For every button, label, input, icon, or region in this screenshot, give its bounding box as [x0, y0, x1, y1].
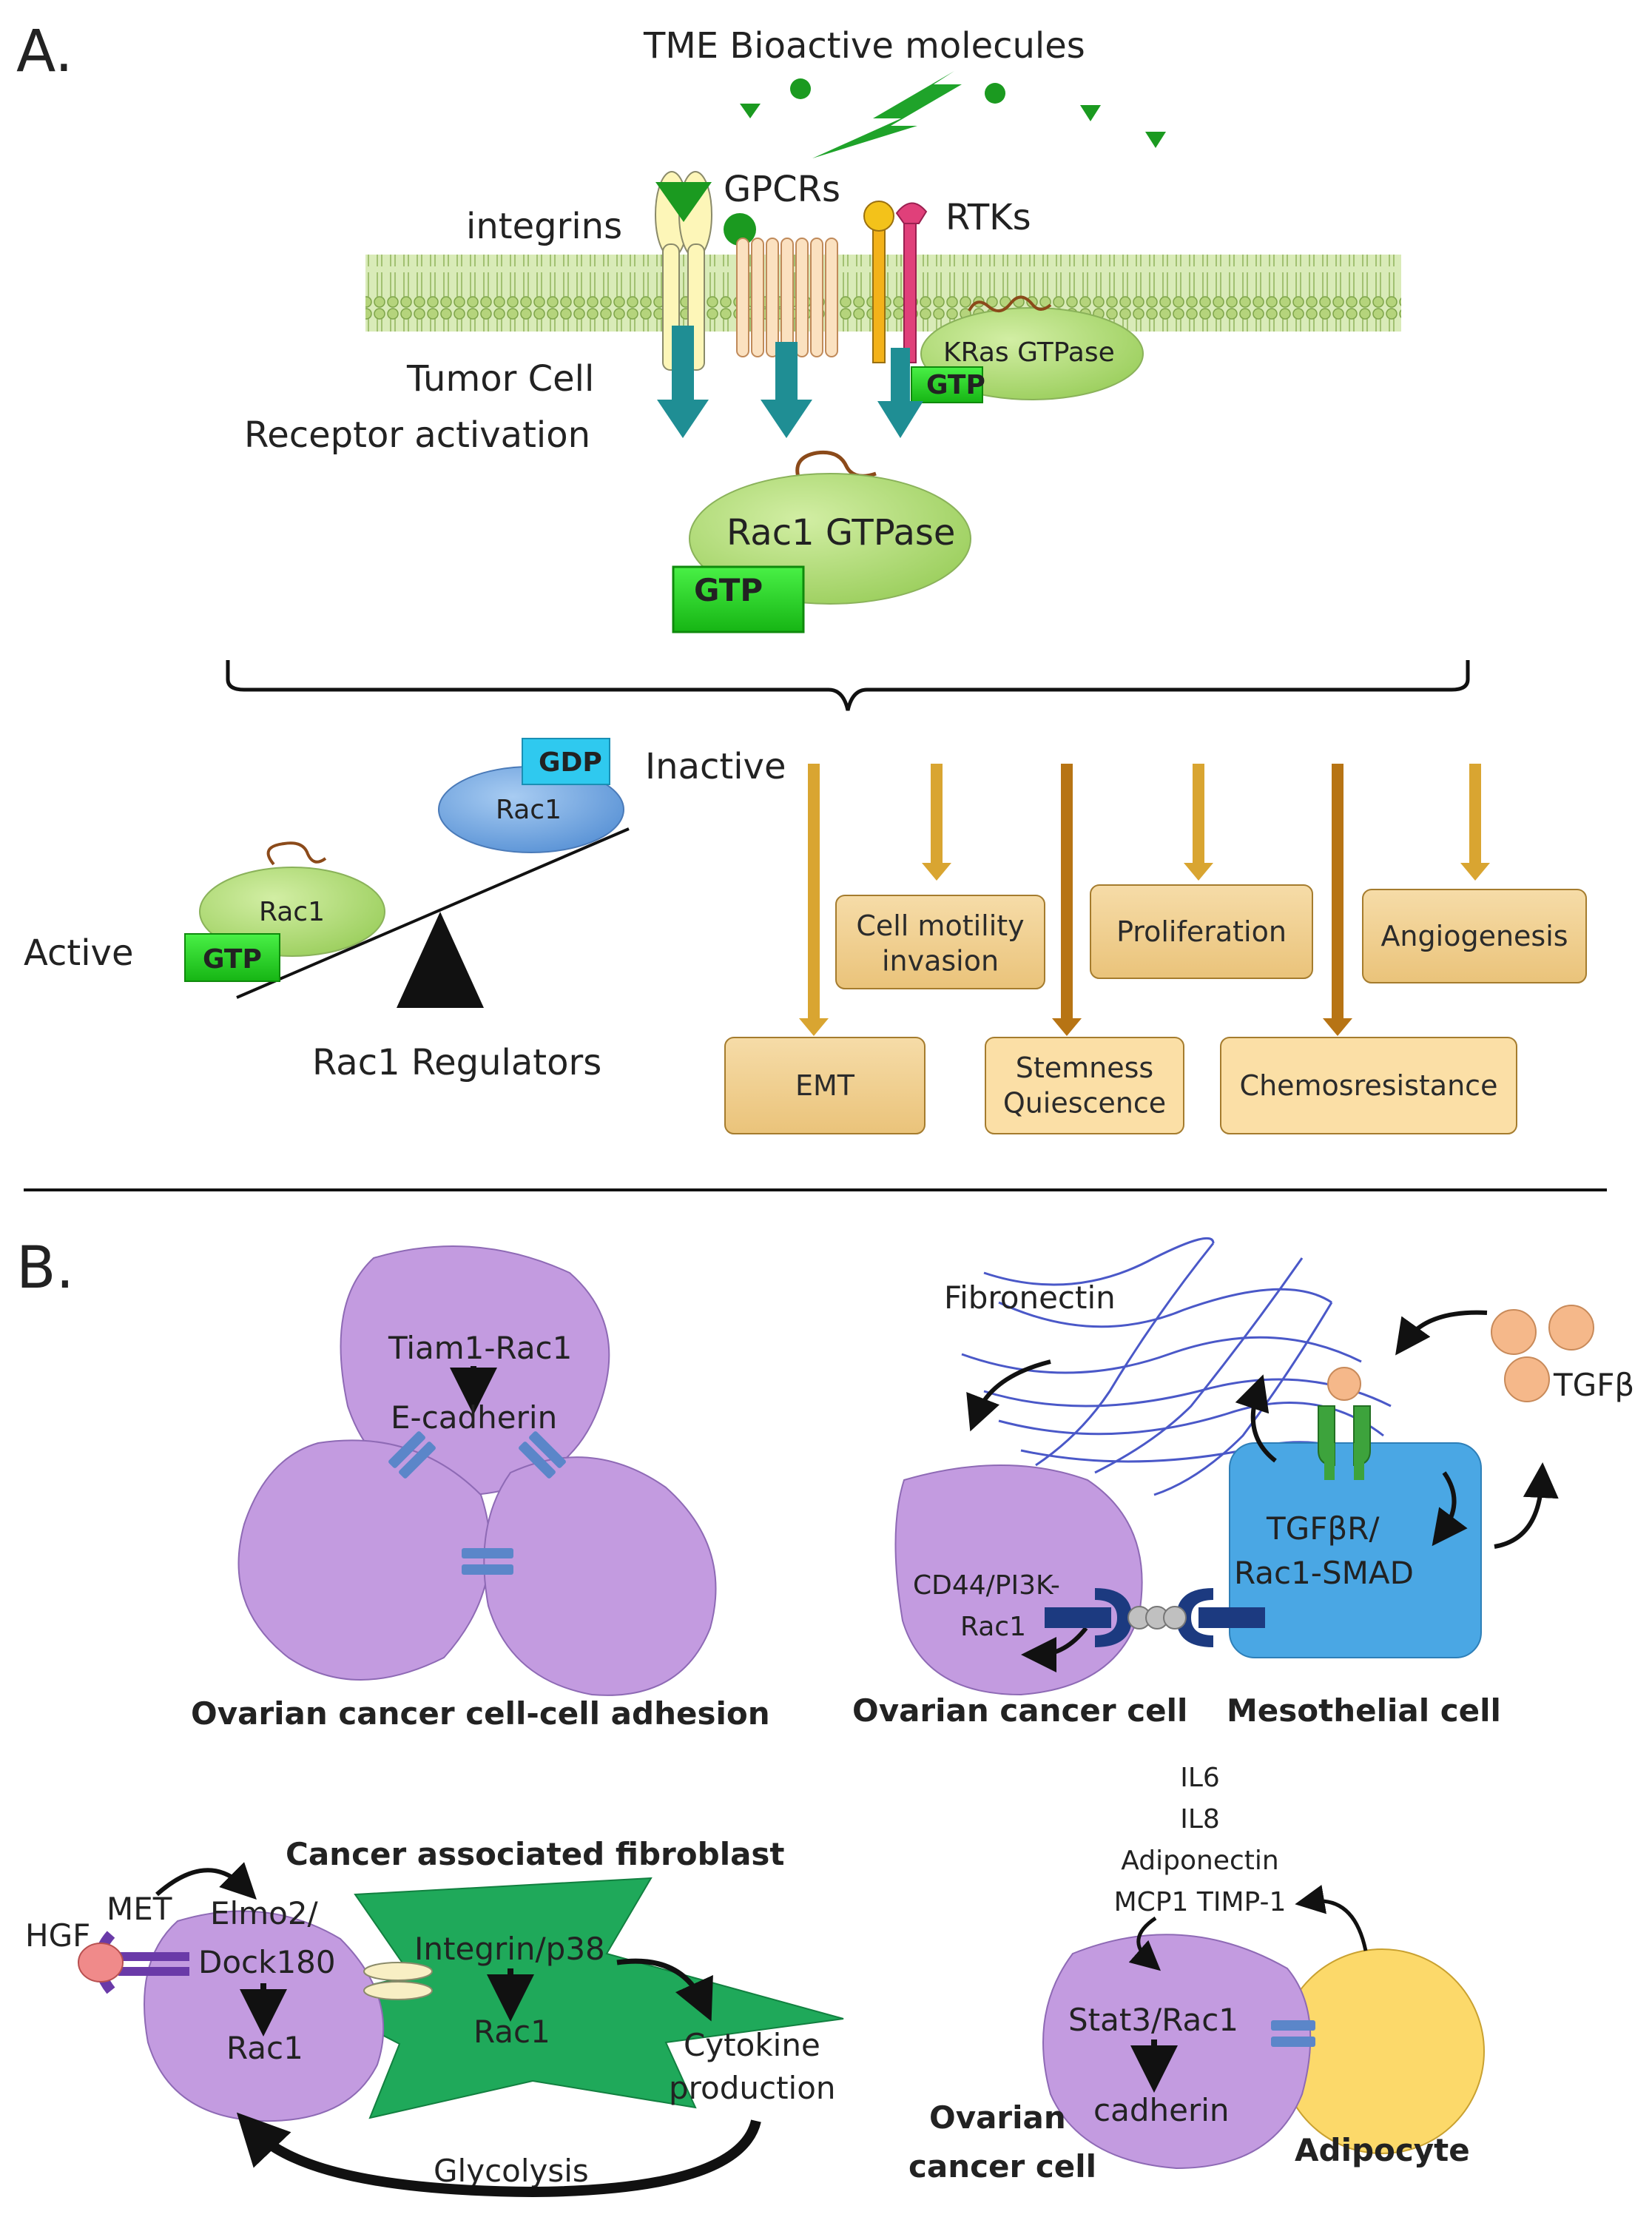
rac1-gtp-badge — [672, 565, 805, 633]
svg-text:Tiam1-Rac1: Tiam1-Rac1 — [388, 1330, 572, 1366]
svg-text:Stat3/Rac1: Stat3/Rac1 — [1068, 2002, 1238, 2038]
tme-molecules — [740, 71, 1166, 158]
panel-b-label: B. — [16, 1235, 74, 1302]
svg-text:Rac1: Rac1 — [226, 2030, 303, 2066]
left-cancer-cell — [237, 1439, 491, 1681]
integrins-label: integrins — [466, 206, 622, 247]
svg-text:GDP: GDP — [539, 747, 602, 778]
svg-text:cancer cell: cancer cell — [908, 2148, 1096, 2185]
svg-text:GTP: GTP — [926, 370, 985, 400]
bracket — [226, 660, 1470, 711]
cancer-cell-adipo — [1042, 1934, 1312, 2170]
fulcrum-icon — [397, 912, 484, 1008]
svg-text:KRas GTPase: KRas GTPase — [943, 337, 1115, 368]
svg-text:Ovarian: Ovarian — [929, 2099, 1066, 2136]
rac1-gtpase: Rac1 GTPase GTP — [672, 450, 971, 633]
svg-text:Angiogenesis: Angiogenesis — [1380, 920, 1568, 952]
caf-diagram: Cancer associated fibroblast HGF MET Elm… — [25, 1836, 844, 2198]
svg-text:HGF: HGF — [25, 1917, 90, 1954]
lightning-icon — [812, 71, 962, 158]
receptor-activation-arrows — [657, 326, 923, 438]
svg-text:IL6: IL6 — [1180, 1763, 1220, 1793]
outcome-emt: EMT — [724, 1037, 926, 1134]
svg-text:Adipocyte: Adipocyte — [1295, 2132, 1470, 2168]
svg-text:CD44/PI3K-: CD44/PI3K- — [913, 1570, 1060, 1601]
svg-text:Proliferation: Proliferation — [1116, 915, 1287, 948]
active-gtp-badge — [184, 933, 280, 982]
rtks-label: RTKs — [945, 197, 1031, 238]
svg-text:GTP: GTP — [694, 572, 763, 608]
outcome-chemoresistance: Chemosresistance — [1220, 1037, 1517, 1134]
svg-text:Integrin/p38: Integrin/p38 — [414, 1931, 605, 1967]
cadherin-icon — [388, 1431, 566, 1575]
met-receptor-icon — [78, 1931, 189, 1994]
svg-text:GTP: GTP — [203, 944, 262, 975]
integrin-receptor — [655, 171, 712, 371]
adhesion-diagram: Tiam1-Rac1 E-cadherin Ovarian cancer cel… — [191, 1245, 770, 1732]
mesothelial-diagram: Fibronectin CD44/PI3K- Rac1 TGFβR/ Rac1-… — [852, 1237, 1634, 1729]
svg-text:EMT: EMT — [795, 1069, 855, 1102]
receptor-activation-label: Receptor activation — [244, 414, 590, 456]
svg-text:TGFβR/: TGFβR/ — [1266, 1510, 1380, 1547]
outcome-proliferation: Proliferation — [1090, 884, 1313, 979]
svg-text:MCP1 TIMP-1: MCP1 TIMP-1 — [1114, 1887, 1287, 1917]
right-cancer-cell — [483, 1456, 717, 1696]
svg-text:Fibronectin: Fibronectin — [944, 1279, 1116, 1316]
svg-text:Elmo2/: Elmo2/ — [210, 1895, 319, 1931]
adipocyte-diagram: IL6 IL8 Adiponectin MCP1 TIMP-1 Stat3/Ra… — [908, 1763, 1485, 2185]
tgfb-ligands — [1491, 1305, 1594, 1402]
svg-text:Adiponectin: Adiponectin — [1121, 1846, 1278, 1876]
outcome-angiogenesis: Angiogenesis — [1362, 889, 1587, 983]
svg-text:E-cadherin: E-cadherin — [391, 1399, 557, 1436]
svg-text:Cytokine: Cytokine — [684, 2027, 820, 2063]
svg-text:Chemosresistance: Chemosresistance — [1240, 1069, 1498, 1102]
svg-text:Rac1: Rac1 — [259, 897, 325, 927]
inactive-label: Inactive — [645, 746, 786, 787]
cd44-receptor-icon — [1045, 1588, 1265, 1647]
active-label: Active — [24, 932, 133, 974]
svg-text:Rac1: Rac1 — [473, 2014, 550, 2050]
meso-caption-meso: Mesothelial cell — [1227, 1692, 1501, 1729]
tumor-cell-label: Tumor Cell — [406, 358, 594, 400]
tme-title: TME Bioactive molecules — [643, 25, 1085, 67]
rac1-seesaw: Rac1 GTP Rac1 GDP — [184, 738, 630, 1008]
svg-text:Rac1: Rac1 — [960, 1612, 1026, 1642]
svg-text:Rac1-SMAD: Rac1-SMAD — [1234, 1555, 1414, 1591]
tgfb-receptor-icon — [1318, 1367, 1371, 1480]
caf-title: Cancer associated fibroblast — [286, 1836, 785, 1872]
svg-text:TGFβ: TGFβ — [1553, 1367, 1634, 1403]
gpcr-receptor — [724, 213, 838, 357]
meso-caption-cancer: Ovarian cancer cell — [852, 1692, 1187, 1729]
adhesion-caption: Ovarian cancer cell-cell adhesion — [191, 1695, 770, 1732]
kras-gtpase: KRas GTPase GTP — [911, 295, 1144, 403]
svg-text:Rac1 GTPase: Rac1 GTPase — [726, 512, 955, 554]
svg-text:Rac1: Rac1 — [496, 795, 562, 825]
gdp-badge — [522, 738, 610, 785]
svg-text:cadherin: cadherin — [1093, 2092, 1230, 2128]
svg-text:Glycolysis: Glycolysis — [434, 2153, 589, 2189]
kras-gtp-badge — [911, 366, 983, 403]
svg-text:IL8: IL8 — [1180, 1804, 1220, 1834]
outcome-arrows — [799, 764, 1490, 1036]
rtk-receptor — [863, 201, 928, 363]
rac1-regulators-label: Rac1 Regulators — [312, 1042, 601, 1083]
svg-text:Dock180: Dock180 — [198, 1944, 336, 1980]
cadherin-icon-adipo — [1271, 2020, 1315, 2047]
integrin-icon — [363, 1962, 433, 2000]
cancer-cell-caf — [144, 1910, 385, 2122]
panel-a-label: A. — [16, 19, 73, 85]
svg-text:production: production — [669, 2070, 836, 2106]
gpcrs-label: GPCRs — [724, 169, 840, 210]
svg-text:MET: MET — [107, 1891, 172, 1927]
